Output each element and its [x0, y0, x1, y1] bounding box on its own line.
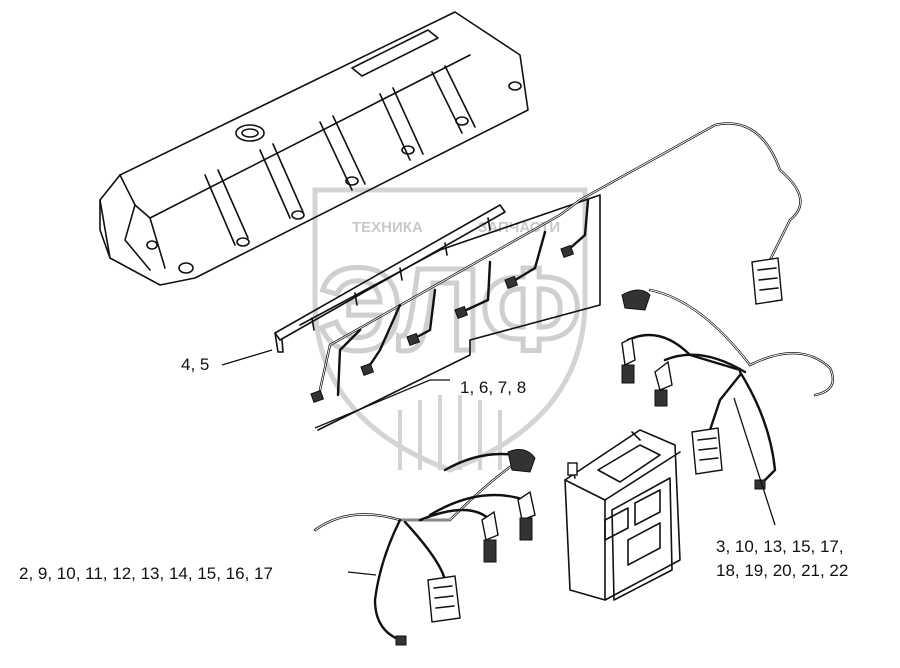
lower-left-harness — [313, 449, 536, 646]
callout-2-9: 2, 9, 10, 11, 12, 13, 14, 15, 16, 17 — [19, 564, 273, 583]
watermark-monogram: ЭЛФ — [319, 244, 582, 376]
leader-lines — [221, 349, 776, 576]
leader-2-9 — [347, 571, 377, 576]
callout-3-line1: 3, 10, 13, 15, 17, — [716, 537, 844, 556]
watermark: ТЕХНИКА ЗАПЧАСТИ ЭЛФ — [312, 187, 588, 473]
right-harness — [621, 288, 835, 490]
upper-harness — [299, 122, 802, 431]
watermark-wheat-icon — [398, 395, 502, 470]
leader-4-5 — [221, 349, 273, 366]
valve-cover — [99, 11, 529, 286]
callout-4-5: 4, 5 — [181, 355, 210, 374]
watermark-right-word: ЗАПЧАСТИ — [478, 219, 560, 236]
ecu-module — [564, 429, 681, 601]
leader-1-6-7-8 — [314, 379, 450, 429]
callout-1-6-7-8: 1, 6, 7, 8 — [460, 378, 527, 397]
leader-3-10 — [733, 397, 776, 526]
callout-3-line2: 18, 19, 20, 21, 22 — [716, 561, 849, 580]
watermark-left-word: ТЕХНИКА — [352, 219, 423, 236]
